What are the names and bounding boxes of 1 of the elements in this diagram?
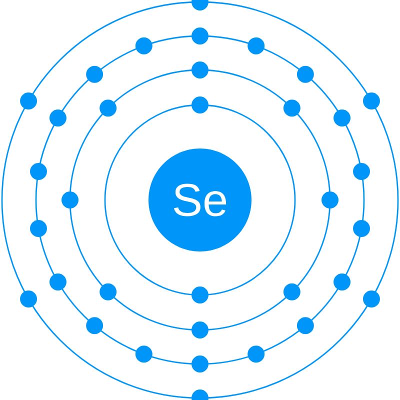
nucleus: Se [148, 148, 252, 252]
